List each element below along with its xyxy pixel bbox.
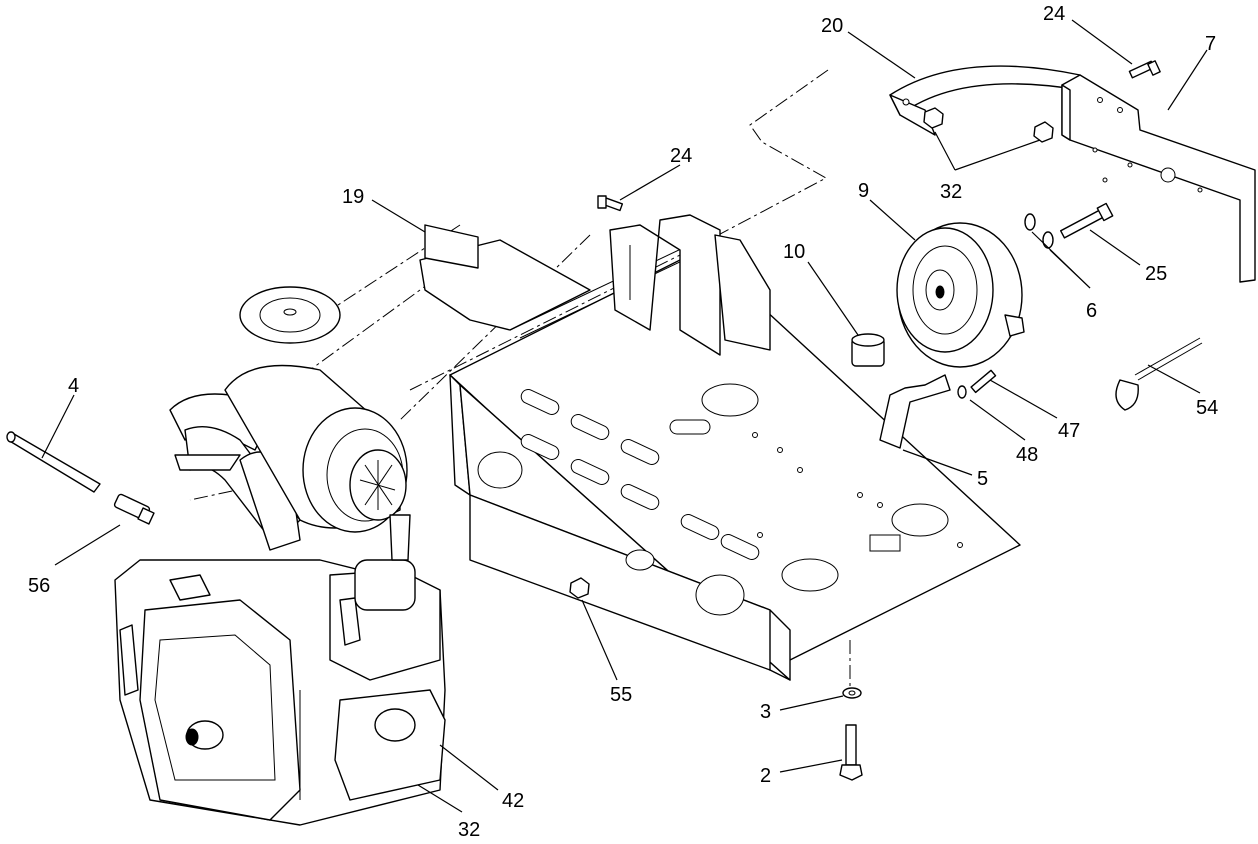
callout-10: 10 — [783, 241, 805, 263]
decal-part-19 — [424, 224, 479, 269]
hardware — [401, 60, 1161, 788]
callout-6: 6 — [1086, 300, 1097, 322]
callout-20: 20 — [821, 15, 843, 37]
spacer-part-10 — [851, 333, 885, 367]
bracket-part-5 — [879, 374, 951, 449]
chassis-frame — [419, 214, 1021, 681]
callout-4: 4 — [68, 375, 79, 397]
engine-assembly — [114, 286, 446, 826]
curved-bracket-part-20 — [889, 65, 1081, 136]
callout-25: 25 — [1145, 263, 1167, 285]
callout-labels: 20 24 7 32 24 19 9 10 25 6 4 54 47 48 5 … — [28, 3, 1218, 841]
side-plate-part-7 — [1061, 74, 1256, 283]
frame-slots — [477, 389, 760, 616]
callout-54: 54 — [1196, 397, 1218, 419]
frame-top-holes — [669, 383, 963, 592]
callout-48: 48 — [1016, 444, 1038, 466]
tube-part-4 — [6, 431, 101, 493]
clutch-part-9 — [896, 222, 1025, 368]
callout-55: 55 — [610, 684, 632, 706]
callout-42: 42 — [502, 790, 524, 812]
callout-3: 3 — [760, 701, 771, 723]
callout-24-center: 24 — [670, 145, 692, 167]
callout-7: 7 — [1205, 33, 1216, 55]
leader-lines — [41, 19, 1208, 813]
callout-47: 47 — [1058, 420, 1080, 442]
callout-56: 56 — [28, 575, 50, 597]
sensor-part-56 — [113, 493, 155, 525]
callout-32-top: 32 — [940, 181, 962, 203]
callout-5: 5 — [977, 468, 988, 490]
callout-32-bottom: 32 — [458, 819, 480, 841]
callout-2: 2 — [760, 765, 771, 787]
callout-9: 9 — [858, 180, 869, 202]
callout-24-top: 24 — [1043, 3, 1065, 25]
air-cleaner-star — [359, 460, 396, 510]
callout-19: 19 — [342, 186, 364, 208]
cable-tie-part-54 — [1115, 337, 1203, 411]
